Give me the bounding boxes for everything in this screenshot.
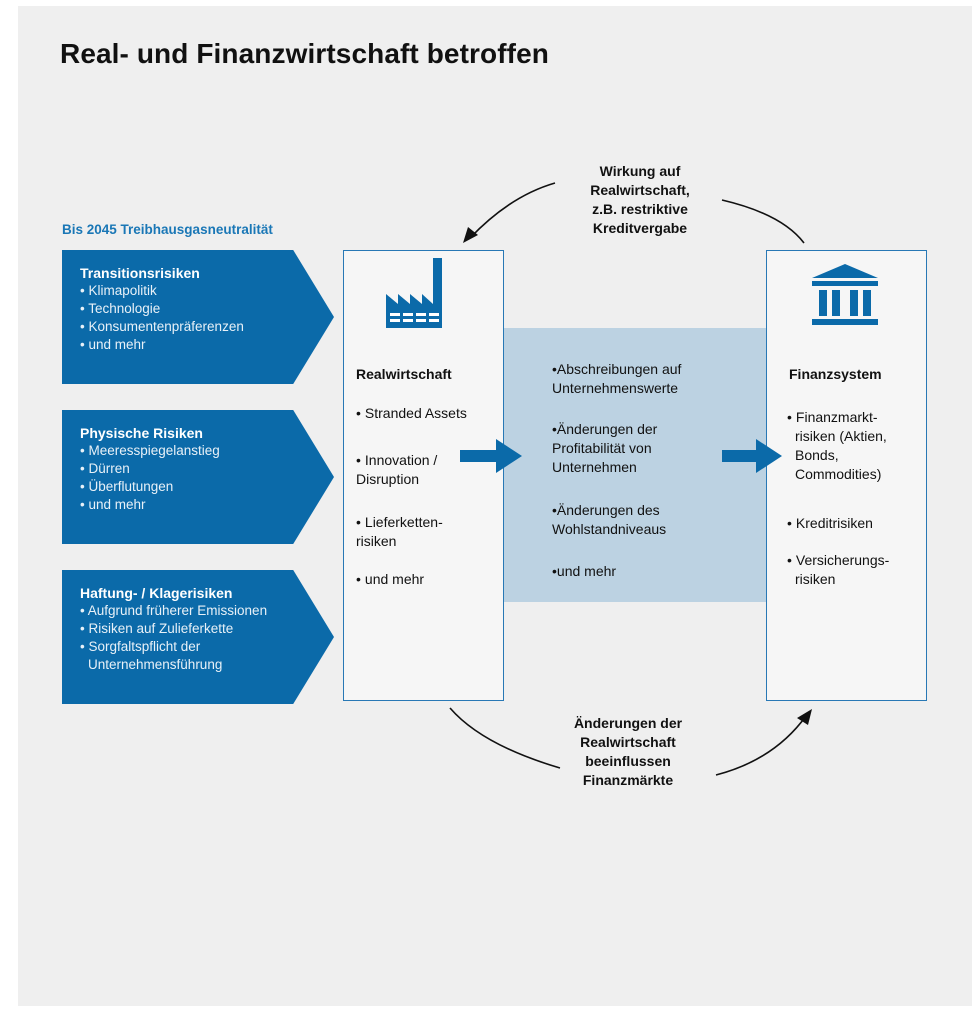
risk-item: • und mehr	[80, 497, 146, 512]
risk-item: • Überflutungen	[80, 479, 174, 494]
risk-item: • Aufgrund früherer Emissionen	[80, 603, 268, 618]
top-caption: Wirkung auf Realwirtschaft, z.B. restrik…	[590, 163, 690, 236]
risk-item: • Sorgfaltspflicht der	[80, 639, 201, 654]
finanzsystem-box	[766, 250, 927, 701]
bottom-arc-right	[715, 715, 807, 776]
risk-physical: Physische Risiken • Meeresspiegelanstieg…	[62, 410, 334, 544]
risk-transition: Transitionsrisiken • Klimapolitik • Tech…	[62, 250, 334, 384]
risk-heading: Transitionsrisiken	[80, 265, 200, 281]
impact-item: •Änderungen des Wohlstandniveaus	[552, 502, 667, 537]
page-title: Real- und Finanzwirtschaft betroffen	[60, 38, 549, 69]
risk-liability: Haftung- / Klagerisiken • Aufgrund frühe…	[62, 570, 334, 704]
risk-item: • Konsumentenpräferenzen	[80, 319, 244, 334]
factory-icon	[386, 258, 442, 328]
risk-item: • Risiken auf Zulieferkette	[80, 621, 234, 636]
risk-item: Unternehmensführung	[88, 657, 223, 672]
finanzsystem-item: •Versicherungs- risiken	[787, 552, 890, 587]
top-arc-left	[469, 182, 556, 239]
impact-region	[503, 328, 767, 602]
realwirtschaft-heading: Realwirtschaft	[356, 366, 452, 382]
risk-heading: Haftung- / Klagerisiken	[80, 585, 233, 601]
risk-item: • Technologie	[80, 301, 161, 316]
bottom-arc-right-head	[797, 709, 812, 725]
impact-item: •Abschreibungen auf Unternehmenswerte	[552, 361, 682, 396]
risk-item: • und mehr	[80, 337, 146, 352]
risk-heading: Physische Risiken	[80, 425, 203, 441]
bottom-caption: Änderungen der Realwirtschaft beeinfluss…	[573, 715, 683, 788]
finanzsystem-item: •Finanzmarkt- risiken (Aktien, Bonds, Co…	[787, 409, 887, 482]
realwirtschaft-item: •und mehr	[356, 571, 425, 587]
realwirtschaft-item: •Innovation / Disruption	[356, 452, 438, 487]
arrow-to-finanzsystem	[722, 439, 782, 473]
arrow-to-impact	[460, 439, 522, 473]
subtitle: Bis 2045 Treibhausgasneutralität	[62, 222, 273, 237]
impact-item: •und mehr	[552, 563, 617, 579]
risk-item: • Meeresspiegelanstieg	[80, 443, 220, 458]
bottom-arc-left	[449, 707, 561, 769]
top-arc-right	[721, 199, 805, 244]
impact-item: •Änderungen der Profitabilität von Unter…	[552, 421, 658, 475]
risk-item: • Klimapolitik	[80, 283, 157, 298]
top-arc-left-head	[463, 227, 478, 243]
bank-icon	[812, 264, 878, 325]
realwirtschaft-item: •Stranded Assets	[356, 405, 467, 421]
risk-item: • Dürren	[80, 461, 130, 476]
realwirtschaft-item: •Lieferketten- risiken	[356, 514, 443, 549]
finanzsystem-heading: Finanzsystem	[789, 366, 882, 382]
finanzsystem-item: •Kreditrisiken	[787, 515, 873, 531]
